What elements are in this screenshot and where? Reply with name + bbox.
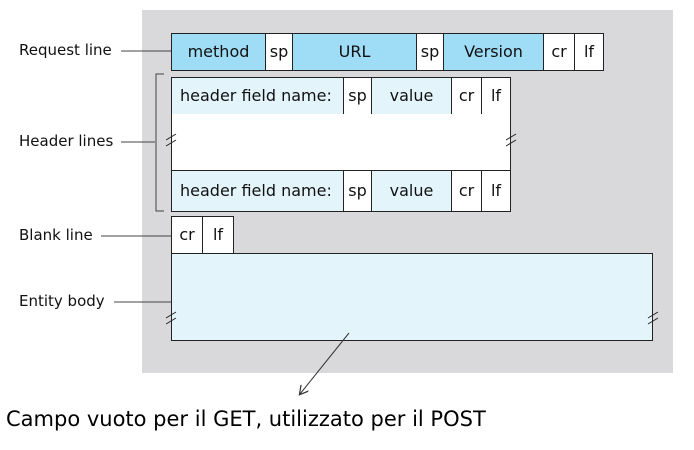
request-line-label: Request line xyxy=(19,41,112,59)
blank-cr-text: cr xyxy=(179,225,195,244)
header-cr-cell-2: cr xyxy=(451,170,482,212)
header-value-cell-1: value xyxy=(371,77,452,115)
header-lf-text-1: lf xyxy=(490,86,502,105)
sp-text-1: sp xyxy=(269,42,289,61)
caption-arrow xyxy=(300,332,350,394)
method-cell: method xyxy=(171,33,266,71)
entity-body-label: Entity body xyxy=(19,292,105,310)
break-mark-left-continuation xyxy=(165,133,177,147)
header-sp-text-1: sp xyxy=(348,86,367,105)
header-continuation-area xyxy=(171,114,511,170)
header-cr-text-2: cr xyxy=(458,181,475,200)
header-lf-text-2: lf xyxy=(490,181,502,200)
header-lines-bracket xyxy=(155,73,164,212)
url-text: URL xyxy=(338,42,371,61)
header-field-name-text-2: header field name: xyxy=(180,181,332,200)
caption-text: Campo vuoto per il GET, utilizzato per i… xyxy=(6,407,486,431)
url-cell: URL xyxy=(292,33,417,71)
method-text: method xyxy=(187,42,250,61)
header-field-name-text-1: header field name: xyxy=(180,86,332,105)
sp-text-2: sp xyxy=(420,42,440,61)
header-field-name-cell-1: header field name: xyxy=(171,77,344,115)
blank-lf-cell: lf xyxy=(202,216,234,254)
break-mark-left-entity xyxy=(165,311,177,325)
header-sp-cell-2: sp xyxy=(343,170,372,212)
header-value-text-2: value xyxy=(389,181,434,200)
header-value-cell-2: value xyxy=(371,170,452,212)
header-sp-text-2: sp xyxy=(348,181,367,200)
request-lf-cell: lf xyxy=(574,33,604,71)
version-text: Version xyxy=(464,42,523,61)
header-lf-cell-2: lf xyxy=(481,170,511,212)
blank-line-label: Blank line xyxy=(19,226,93,244)
header-cr-text-1: cr xyxy=(458,86,475,105)
header-value-text-1: value xyxy=(389,86,434,105)
break-mark-right-entity xyxy=(647,311,659,325)
entity-body-area xyxy=(171,253,653,341)
break-mark-right-continuation xyxy=(505,133,517,147)
blank-lf-text: lf xyxy=(212,225,224,244)
header-sp-cell-1: sp xyxy=(343,77,372,115)
header-cr-cell-1: cr xyxy=(451,77,482,115)
request-cr-text: cr xyxy=(551,42,567,61)
header-field-name-cell-2: header field name: xyxy=(171,170,344,212)
request-lf-text: lf xyxy=(583,42,595,61)
header-lines-label: Header lines xyxy=(19,132,114,150)
header-lf-cell-1: lf xyxy=(481,77,511,115)
